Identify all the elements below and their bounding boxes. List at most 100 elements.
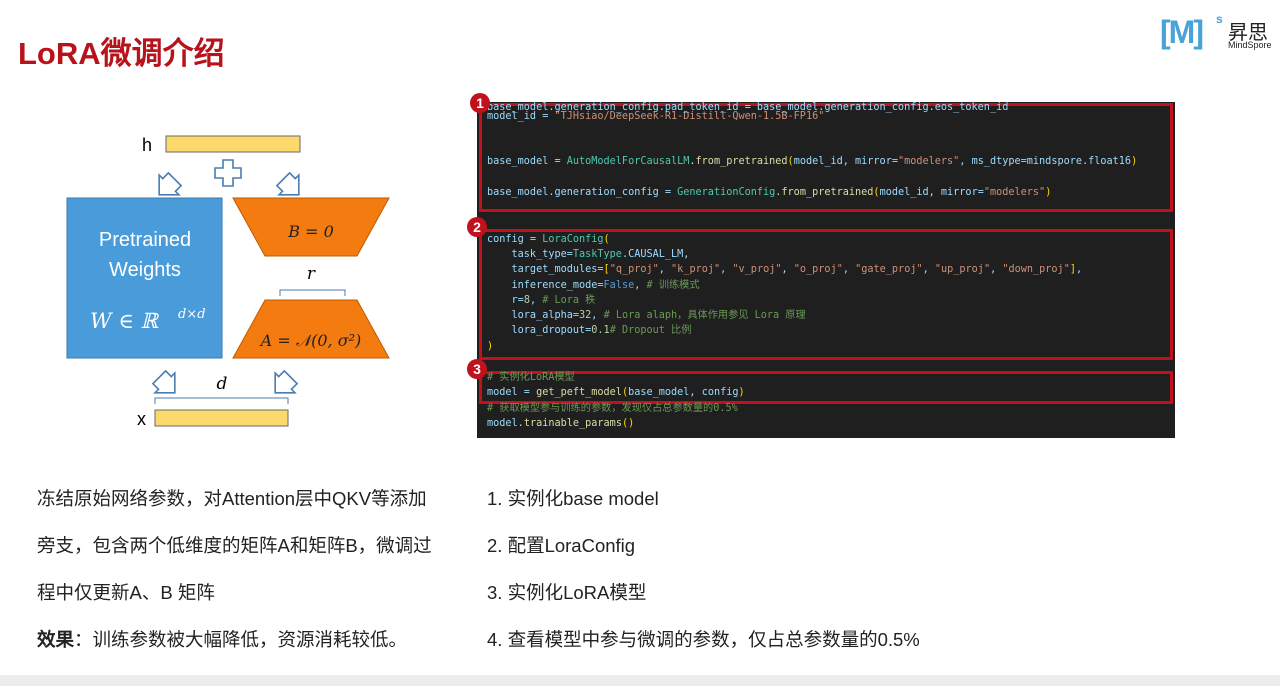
code-token: # 实例化LoRA模型 [487,372,575,383]
code-token: False [603,280,635,291]
code-line: model.trainable_params() [487,417,634,431]
desc-line-2: 旁支，包含两个低维度的矩阵A和矩阵B，微调过 [37,535,432,556]
code-token: # Lora alaph，具体作用参见 Lora 原理 [603,310,806,321]
h-label: h [142,135,152,155]
code-token: ( [787,156,794,167]
page-title: LoRA微调介绍 [18,36,225,71]
lora-diagram: h Pretrained Weights W ∈ ℝ d×d B = 0 r A… [66,135,390,429]
arrow-icon [264,366,302,404]
code-token: "q_proj" [609,264,659,275]
code-token: model_id, mirror= [879,187,984,198]
highlight-box-1 [479,103,1173,212]
code-line: inference_mode=False, # 训练模式 [487,279,700,293]
code-token: , ms_dtype=mindspore.float16 [959,156,1132,167]
step-marker-1: 1 [470,93,490,113]
code-token: r= [487,295,524,306]
code-token: .from_pretrained [689,156,788,167]
matrix-a [232,299,390,359]
code-token: "k_proj" [671,264,721,275]
code-token: "modelers" [897,156,960,167]
step-3: 3. 实例化LoRA模型 [487,582,647,603]
code-line: config = LoraConfig( [487,233,610,247]
desc-line-3: 程中仅更新A、B 矩阵 [37,582,215,603]
code-token: model_id = [487,111,555,122]
step-marker-3: 3 [467,359,487,379]
step-4: 4. 查看模型中参与微调的参数，仅占总参数量的0.5% [487,629,920,650]
r-bracket [279,289,346,296]
code-line: task_type=TaskType.CAUSAL_LM, [487,248,690,262]
code-token: , [922,264,935,275]
code-token: 8 [523,295,530,306]
code-token: config = [487,234,543,245]
code-token: ) [1131,156,1138,167]
code-token: , [591,310,604,321]
code-token: model = [487,387,537,398]
code-token: task_type= [487,249,573,260]
code-token: get_peft_model [536,387,622,398]
code-token: base_model, config [628,387,739,398]
plus-icon [214,159,242,187]
code-line: base_model.generation_config = Generatio… [487,186,1051,200]
code-line: lora_dropout=0.1# Dropout 比例 [487,324,692,338]
code-token: lora_alpha= [487,310,580,321]
code-token: ) [738,387,745,398]
d-bracket [154,397,289,404]
code-token: , [781,264,794,275]
code-token: # Dropout 比例 [609,325,692,336]
code-token: target_modules= [487,264,604,275]
x-label: x [137,409,146,429]
code-line: base_model.generation_config.pad_token_i… [487,101,1008,115]
step-2: 2. 配置LoraConfig [487,535,636,556]
code-token: ( [873,187,880,198]
code-token: ( [621,387,629,398]
code-token: 0.1 [591,325,610,336]
arrow-icon [148,366,186,404]
effect-line: 效果：训练参数被大幅降低，资源消耗较低。 [37,626,407,652]
code-token: GenerationConfig [677,187,776,198]
r-label: r [307,264,316,284]
a-formula: A = 𝒩(0, σ²) [259,331,362,350]
code-token: , [634,280,647,291]
code-token: , [842,264,856,275]
bottom-strip [0,675,1280,686]
code-line: base_model = AutoModelForCausalLM.from_p… [487,155,1137,169]
code-line: r=8, # Lora 秩 [487,294,596,308]
effect-label: 效果 [37,629,75,650]
matrix-b [232,197,390,257]
logo-mark: [M] [1160,14,1204,50]
code-token: ) [1045,187,1052,198]
code-token: [ [603,264,610,275]
code-token: , [658,264,672,275]
code-token: ] [1069,264,1076,275]
code-token: () [621,418,635,429]
code-line: # 实例化LoRA模型 [487,371,575,385]
h-vector [165,135,301,153]
code-line: model_id = "TJHsiao/DeepSeek-R1-Distill-… [487,110,824,124]
code-token: ) [487,341,494,352]
code-token: AutoModelForCausalLM [566,156,690,167]
logo-sup: s [1216,12,1223,26]
code-token: "up_proj" [934,264,991,275]
x-vector [154,409,289,427]
code-token: base_model.generation_config = [487,187,678,198]
code-line: ) [487,340,493,354]
code-token: "down_proj" [1002,264,1070,275]
mindspore-logo: [M] s 昇思 MindSpore [1160,12,1278,54]
code-token: base_model = [487,156,567,167]
w-sup: d×d [178,307,206,322]
step-marker-2: 2 [467,217,487,237]
effect-text: ：训练参数被大幅降低，资源消耗较低。 [74,629,408,650]
code-token: model_id, mirror= [793,156,898,167]
code-token: inference_mode= [487,280,604,291]
highlight-box-3 [479,371,1173,404]
code-token: model. [487,418,524,429]
step-1: 1. 实例化base model [487,488,659,509]
code-token: .CAUSAL_LM, [621,249,690,260]
pretrained-label: Pretrained [99,229,191,251]
code-token: , [720,264,733,275]
code-token: "TJHsiao/DeepSeek-R1-Distill-Qwen-1.5B-F… [554,111,825,122]
code-token: TaskType [572,249,622,260]
code-line: target_modules=["q_proj", "k_proj", "v_p… [487,263,1083,277]
code-token: LoraConfig [542,234,604,245]
code-token: trainable_params [523,418,622,429]
